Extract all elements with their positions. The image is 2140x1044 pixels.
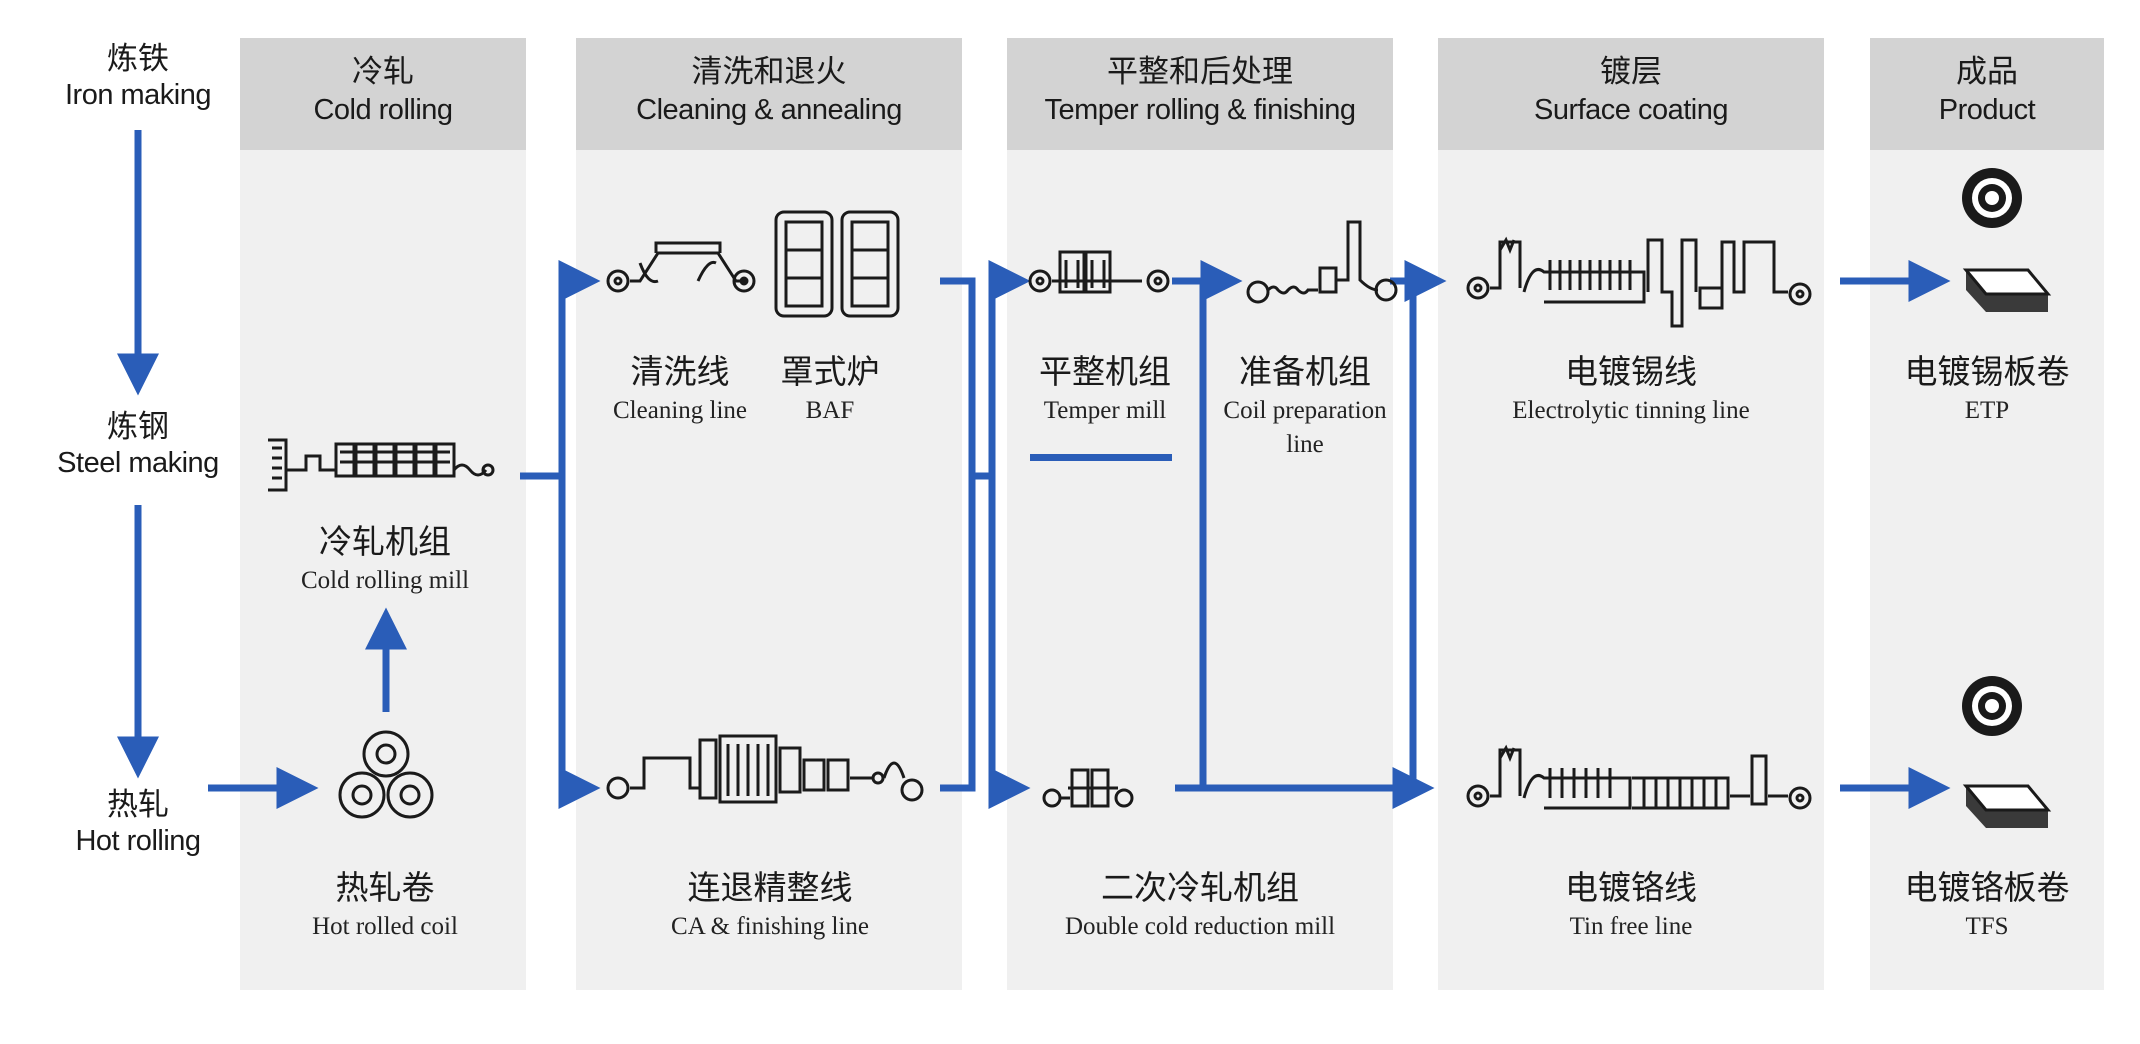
label-zh: 电镀锡线 [1565, 352, 1697, 391]
label-zh: 热轧卷 [335, 868, 435, 907]
ca-line-icon [606, 734, 924, 804]
cold-rolling-mill-icon [268, 438, 495, 492]
column-surface-coating [1438, 38, 1824, 990]
stage-iron-making: 炼铁 Iron making [38, 40, 238, 112]
dcr-mill-icon [1042, 768, 1134, 808]
label-en: CA & finishing line [671, 913, 869, 940]
label-zh: 二次冷轧机组 [1101, 868, 1299, 907]
hot-rolled-coil-icon [338, 730, 434, 819]
label-zh: 电镀铬线 [1565, 868, 1697, 907]
header-zh: 镀层 [1600, 54, 1662, 90]
stage-en: Iron making [64, 79, 212, 111]
label-zh: 电镀铬板卷 [1904, 868, 2070, 907]
label-en: Electrolytic tinning line [1512, 397, 1750, 424]
header-cleaning-annealing: 清洗和退火 Cleaning & annealing [576, 38, 962, 150]
header-en: Surface coating [1533, 94, 1729, 126]
label-ca-line: 连退精整线 CA & finishing line [600, 866, 940, 944]
baf-icon [774, 210, 900, 318]
label-en: Coil preparation [1223, 397, 1387, 424]
label-zh: 连退精整线 [687, 868, 853, 907]
stage-en: Hot rolling [75, 825, 201, 857]
label-tfl: 电镀铬线 Tin free line [1438, 866, 1824, 944]
header-en: Product [1938, 94, 2036, 126]
merge-2 [940, 277, 976, 792]
header-surface-coating: 镀层 Surface coating [1438, 38, 1824, 150]
label-etl: 电镀锡线 Electrolytic tinning line [1438, 350, 1824, 428]
header-zh: 成品 [1956, 54, 2018, 90]
label-cleaning-line: 清洗线 Cleaning line [600, 350, 760, 428]
stage-steel-making: 炼钢 Steel making [38, 408, 238, 480]
etp-sheet-icon [1962, 268, 2052, 312]
header-temper-finishing: 平整和后处理 Temper rolling & finishing [1007, 38, 1393, 150]
label-en: Cold rolling mill [300, 567, 470, 594]
label-en: Temper mill [1043, 397, 1167, 424]
temper-mill-icon [1028, 250, 1170, 294]
stage-zh: 热轧 [107, 787, 169, 823]
header-zh: 清洗和退火 [691, 54, 847, 90]
stage-en: Steel making [57, 447, 219, 479]
column-cleaning-annealing [576, 38, 962, 990]
label-hot-rolled-coil: 热轧卷 Hot rolled coil [250, 866, 520, 944]
header-cold-rolling: 冷轧 Cold rolling [240, 38, 526, 150]
header-zh: 平整和后处理 [1107, 54, 1293, 90]
header-en: Temper rolling & finishing [1044, 94, 1356, 126]
label-en: Tin free line [1569, 913, 1693, 940]
header-zh: 冷轧 [352, 54, 414, 90]
label-zh: 冷轧机组 [319, 522, 451, 561]
label-en: TFS [1965, 913, 2009, 940]
label-coil-prep: 准备机组 Coil preparation line [1205, 350, 1405, 462]
label-zh: 电镀锡板卷 [1904, 352, 2070, 391]
label-en: Hot rolled coil [312, 913, 458, 940]
label-zh: 准备机组 [1239, 352, 1371, 391]
label-cold-rolling-mill: 冷轧机组 Cold rolling mill [250, 520, 520, 598]
label-temper-mill: 平整机组 Temper mill [1020, 350, 1190, 428]
label-dcr-mill: 二次冷轧机组 Double cold reduction mill [1007, 866, 1393, 944]
tfs-sheet-icon [1962, 784, 2052, 828]
stage-zh: 炼铁 [107, 41, 169, 77]
label-etp: 电镀锡板卷 ETP [1870, 350, 2104, 428]
tfl-icon [1466, 744, 1812, 810]
label-en: ETP [1964, 397, 2010, 424]
coil-prep-icon [1246, 220, 1398, 304]
label-tfs: 电镀铬板卷 TFS [1870, 866, 2104, 944]
cleaning-line-icon [606, 241, 756, 293]
label-zh: 清洗线 [630, 352, 730, 391]
etp-coil-icon [1962, 168, 2022, 228]
header-en: Cleaning & annealing [636, 94, 902, 126]
column-cold-rolling [240, 38, 526, 990]
label-en: BAF [805, 397, 855, 424]
label-en: Double cold reduction mill [1064, 913, 1336, 940]
header-en: Cold rolling [313, 94, 453, 126]
label-zh: 罩式炉 [780, 352, 880, 391]
tfs-coil-icon [1962, 676, 2022, 736]
temper-mill-underline [1030, 454, 1172, 461]
stage-zh: 炼钢 [107, 409, 169, 445]
etl-icon [1466, 236, 1812, 328]
label-baf: 罩式炉 BAF [760, 350, 900, 428]
label-zh: 平整机组 [1039, 352, 1171, 391]
header-product: 成品 Product [1870, 38, 2104, 150]
label-en: Cleaning line [613, 397, 747, 424]
flow-arrows [117, 130, 1951, 809]
label-en-2: line [1286, 431, 1324, 458]
stage-hot-rolling: 热轧 Hot rolling [38, 786, 238, 858]
